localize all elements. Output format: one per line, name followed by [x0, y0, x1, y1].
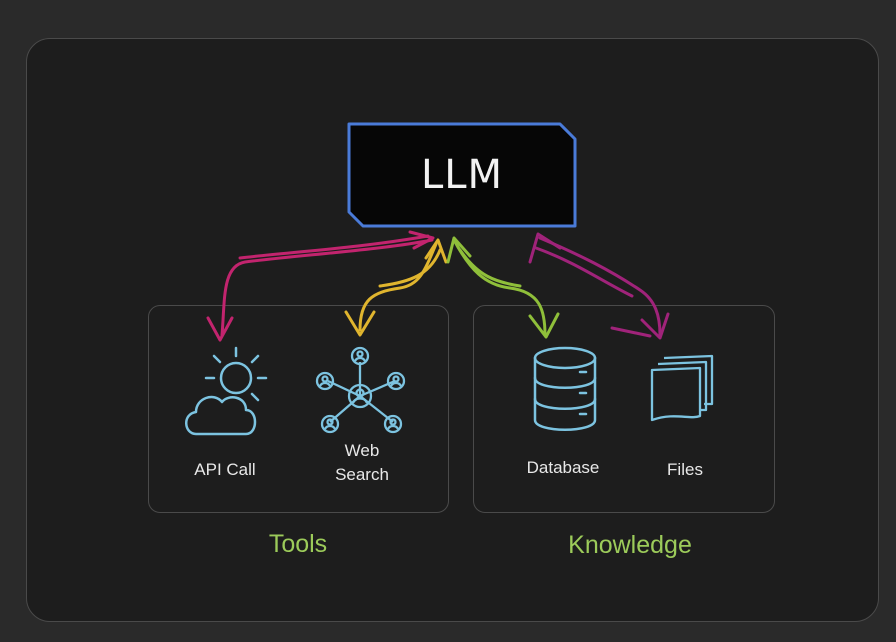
llm-node-frame — [347, 122, 577, 228]
knowledge-group-label: Knowledge — [568, 531, 692, 559]
files-stack-icon — [650, 354, 714, 422]
arrow-llm-files — [528, 232, 670, 340]
knowledge-group-box — [473, 305, 775, 513]
arrow-llm-api-call — [206, 230, 435, 342]
tools-group-label: Tools — [268, 530, 328, 558]
tools-group-box — [148, 305, 449, 513]
database-label: Database — [526, 458, 600, 477]
llm-label: LLM — [420, 152, 504, 198]
network-people-icon — [315, 346, 406, 434]
database-icon — [533, 346, 597, 431]
arrow-llm-web-search — [344, 238, 448, 337]
files-label: Files — [667, 460, 703, 479]
api-call-label: API Call — [194, 460, 256, 479]
weather-cloud-sun-icon — [185, 346, 268, 436]
web-search-label: Web Search — [335, 441, 389, 484]
llm-node: LLM — [346, 120, 578, 230]
arrow-llm-database — [446, 236, 560, 339]
